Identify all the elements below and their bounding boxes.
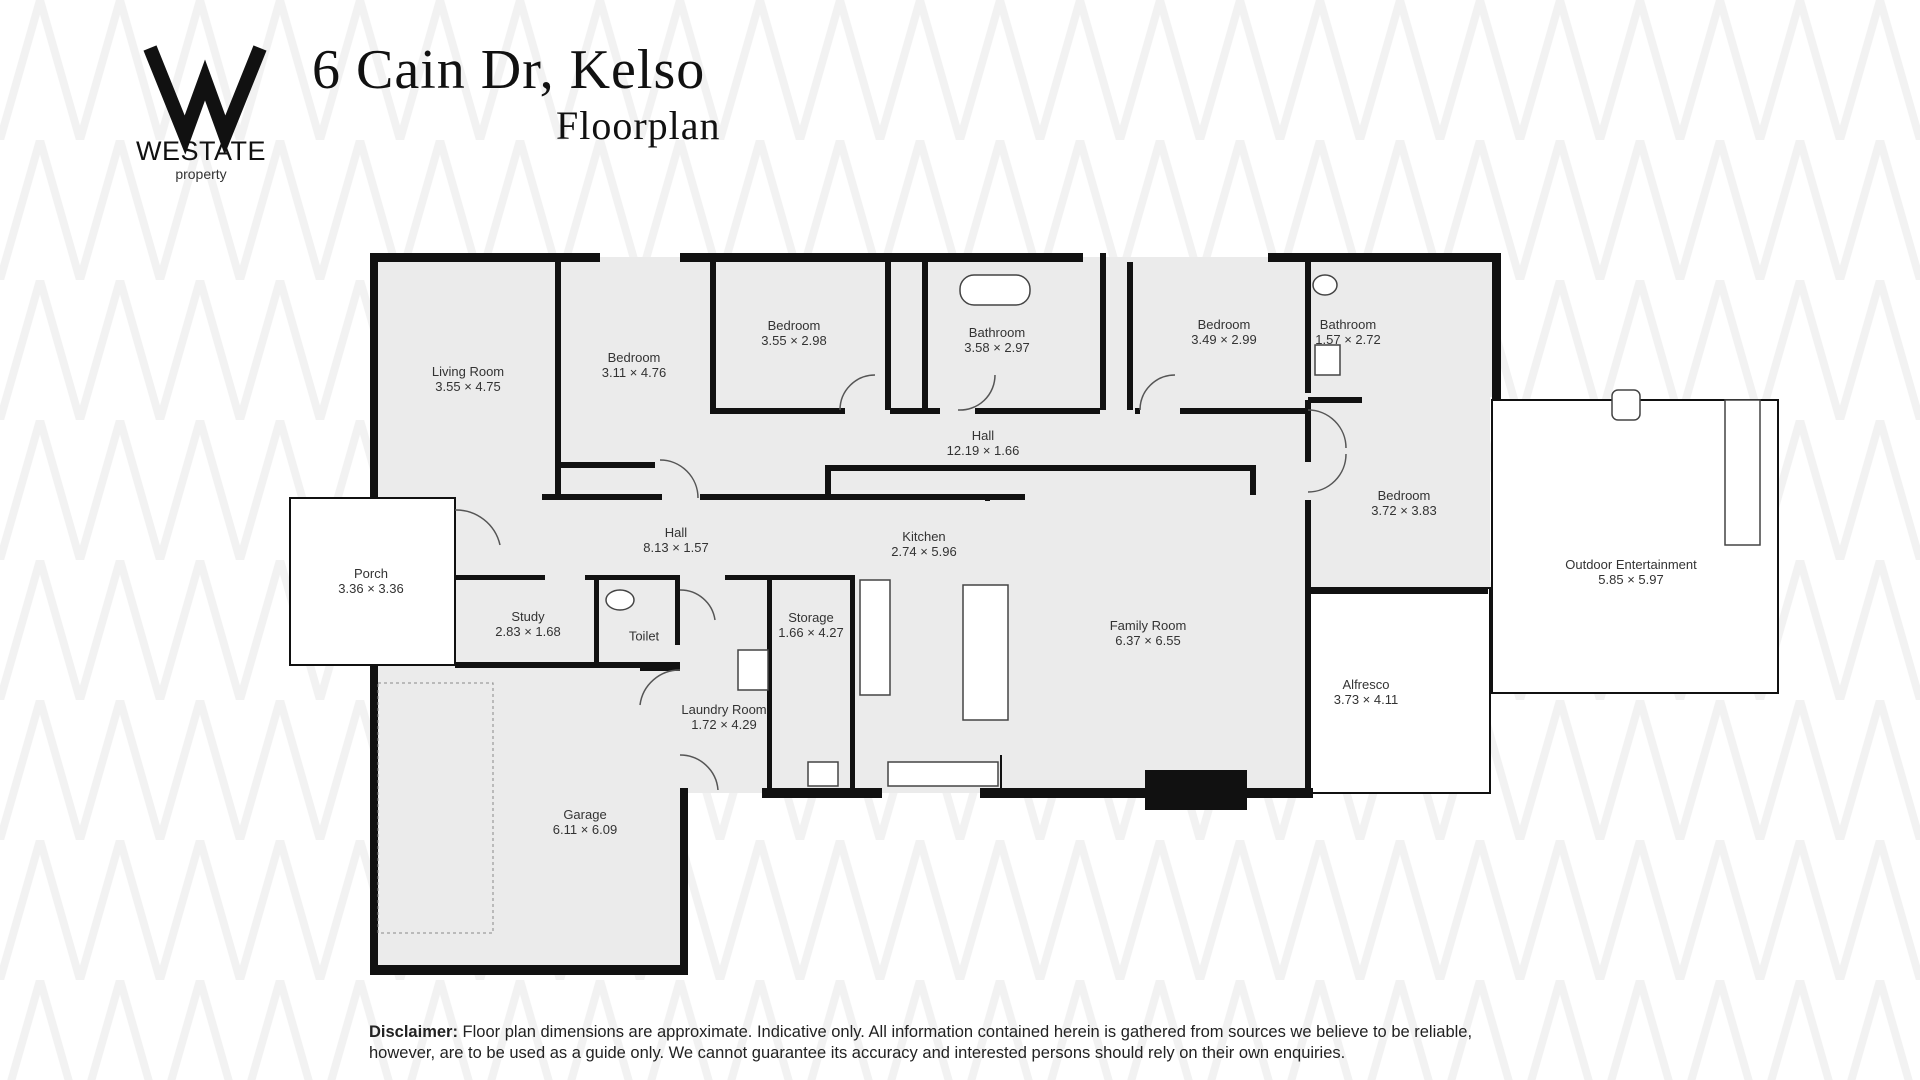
interior-walls [455, 258, 1488, 793]
page-title: 6 Cain Dr, Kelso [312, 39, 706, 101]
page-subtitle: Floorplan [556, 103, 721, 148]
floor-fills [372, 257, 1495, 973]
room-toilet: Toilet [628, 628, 660, 644]
disclaimer-label: Disclaimer: [369, 1023, 458, 1041]
disclaimer-text: Floor plan dimensions are approximate. I… [369, 1023, 1473, 1062]
westate-logo-icon [143, 45, 267, 155]
garage-door-outline [377, 682, 494, 934]
fireplace-icon [1148, 774, 1244, 810]
fixtures [605, 274, 1761, 787]
disclaimer: Disclaimer: Floor plan dimensions are ap… [369, 1022, 1539, 1064]
brand-sub: property [175, 166, 227, 182]
door-swings [454, 374, 1347, 791]
brand-name: WESTATE [136, 136, 266, 166]
